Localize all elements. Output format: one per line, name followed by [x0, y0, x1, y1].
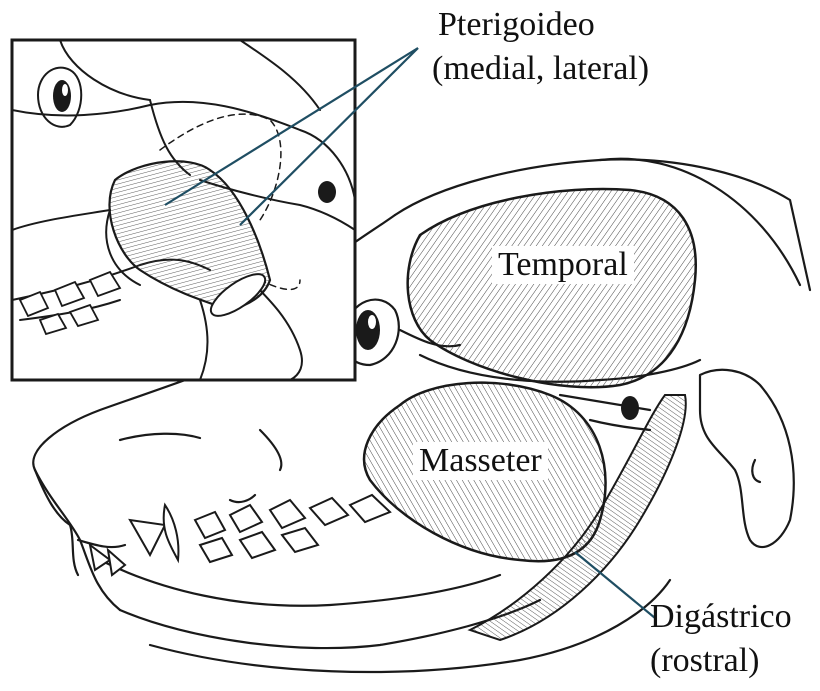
inset-panel	[12, 40, 355, 380]
inset-ear-canal	[318, 181, 336, 203]
temporal-muscle	[408, 189, 696, 387]
label-digastric-subtitle: (rostral)	[650, 644, 760, 678]
label-temporal: Temporal	[492, 246, 634, 284]
label-pterygoid: Pterigoideo	[438, 8, 595, 42]
label-digastric: Digástrico	[650, 600, 792, 634]
eye-pupil	[356, 310, 380, 350]
teeth-row	[90, 495, 390, 575]
eye-highlight	[368, 315, 376, 329]
inset-eye-pupil	[53, 80, 71, 112]
label-masseter: Masseter	[413, 442, 548, 480]
label-pterygoid-subtitle: (medial, lateral)	[432, 52, 649, 86]
ear-canal-mark	[621, 396, 639, 420]
